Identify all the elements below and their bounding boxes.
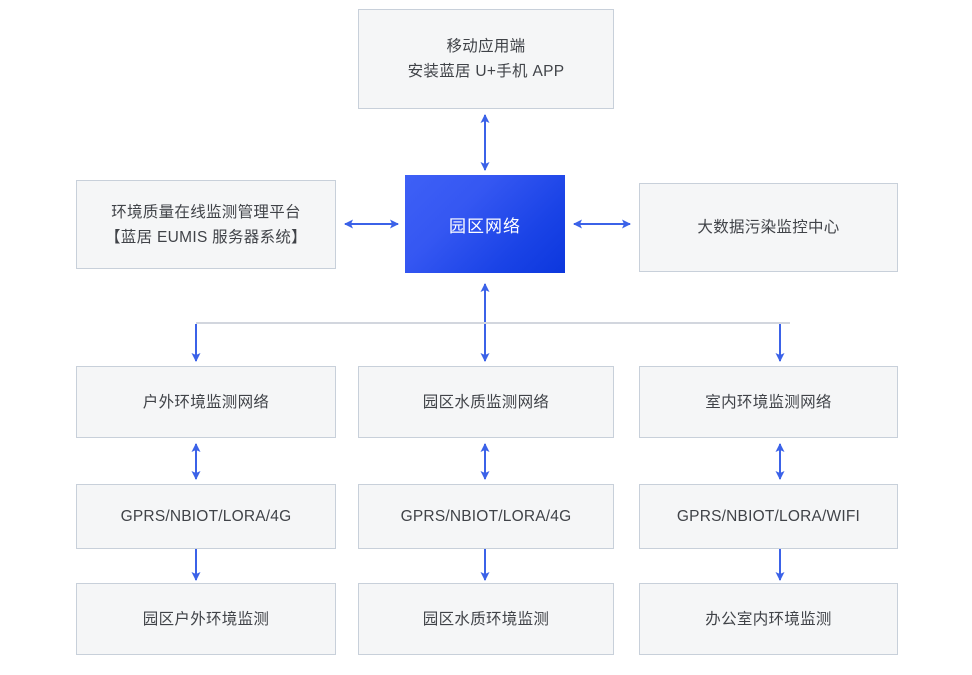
node-endpoint-indoor-label: 办公室内环境监测 [705, 610, 832, 628]
node-network-indoor-label: 室内环境监测网络 [705, 393, 832, 411]
node-network-outdoor[interactable]: 户外环境监测网络 [76, 366, 336, 438]
node-protocol-indoor-label: GPRS/NBIOT/LORA/WIFI [676, 508, 861, 525]
node-protocol-outdoor-label: GPRS/NBIOT/LORA/4G [120, 508, 292, 525]
node-bigdata[interactable]: 大数据污染监控中心 [639, 183, 898, 272]
node-platform-line1: 环境质量在线监测管理平台 [111, 203, 301, 221]
node-hub-label: 园区网络 [449, 216, 521, 236]
node-hub[interactable]: 园区网络 [405, 175, 565, 273]
node-network-outdoor-label: 户外环境监测网络 [142, 393, 270, 411]
node-platform-line2: 【蓝居 EUMIS 服务器系统】 [104, 228, 307, 246]
node-mobile-app[interactable]: 移动应用端 安装蓝居 U+手机 APP [358, 9, 614, 109]
node-endpoint-indoor[interactable]: 办公室内环境监测 [639, 583, 898, 655]
node-protocol-outdoor[interactable]: GPRS/NBIOT/LORA/4G [76, 484, 336, 549]
node-endpoint-water[interactable]: 园区水质环境监测 [358, 583, 614, 655]
node-endpoint-outdoor[interactable]: 园区户外环境监测 [76, 583, 336, 655]
node-mobile-app-line1: 移动应用端 [446, 38, 526, 55]
node-protocol-indoor[interactable]: GPRS/NBIOT/LORA/WIFI [639, 484, 898, 549]
node-endpoint-water-label: 园区水质环境监测 [422, 610, 550, 628]
node-bigdata-label: 大数据污染监控中心 [697, 219, 840, 236]
node-protocol-water-label: GPRS/NBIOT/LORA/4G [400, 508, 572, 525]
node-protocol-water[interactable]: GPRS/NBIOT/LORA/4G [358, 484, 614, 549]
node-network-water[interactable]: 园区水质监测网络 [358, 366, 614, 438]
node-endpoint-outdoor-label: 园区户外环境监测 [142, 610, 270, 628]
node-network-indoor[interactable]: 室内环境监测网络 [639, 366, 898, 438]
node-mobile-app-line2: 安装蓝居 U+手机 APP [407, 63, 565, 80]
node-platform[interactable]: 环境质量在线监测管理平台 【蓝居 EUMIS 服务器系统】 [76, 180, 336, 269]
node-network-water-label: 园区水质监测网络 [422, 393, 550, 411]
